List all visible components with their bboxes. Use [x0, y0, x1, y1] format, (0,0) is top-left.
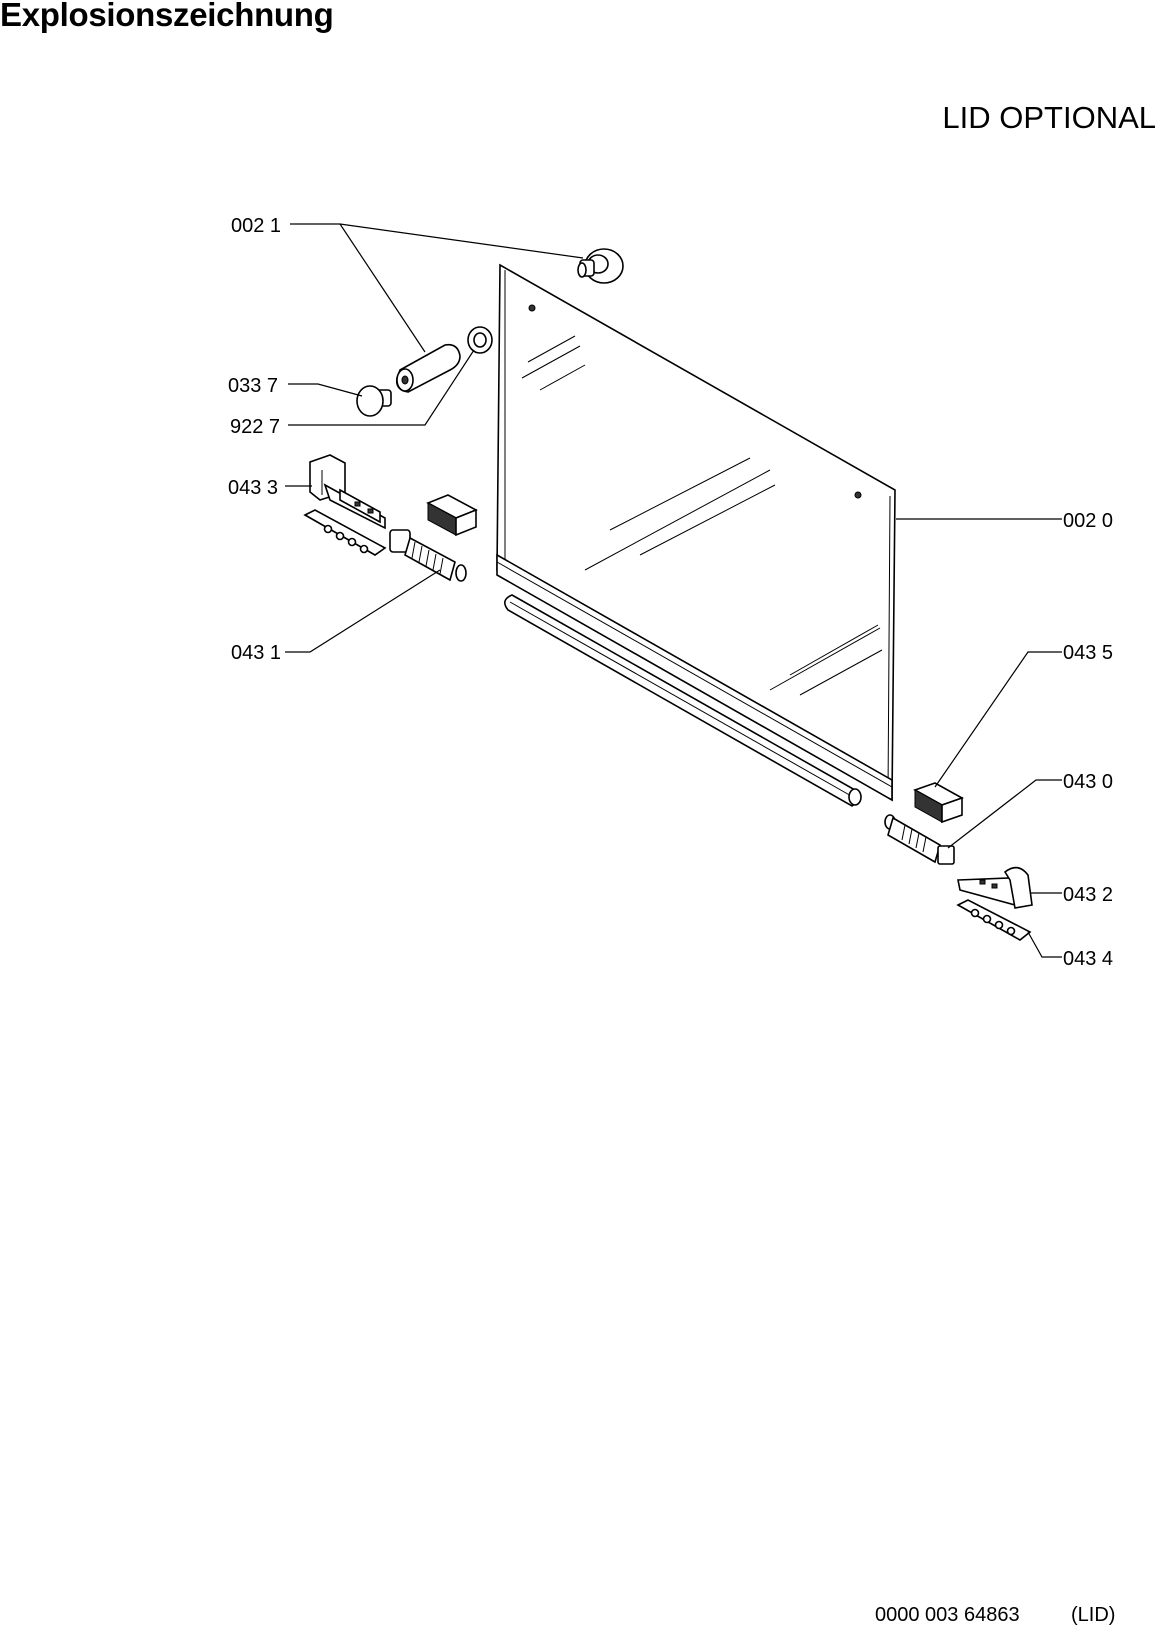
right-hinge-plate	[956, 899, 1032, 941]
diagram-subtitle: LID OPTIONAL	[942, 100, 1156, 135]
left-hinge-plate	[303, 509, 387, 556]
glass-lid-panel	[496, 263, 896, 807]
drawing-number: 0000 003 64863	[875, 1604, 1020, 1626]
left-spring-pin	[389, 529, 467, 582]
leader-lines	[285, 223, 1062, 958]
callout-0337: 033 7	[228, 375, 278, 397]
drawing-tag: (LID)	[1071, 1604, 1116, 1626]
sleeve-tube	[395, 343, 461, 393]
top-mounting-knob	[577, 248, 624, 284]
callout-0430: 043 0	[1063, 771, 1113, 793]
callout-0433: 043 3	[228, 477, 278, 499]
right-spring-pin	[884, 814, 955, 865]
callout-0020: 002 0	[1063, 510, 1113, 532]
page-title: Explosionszeichnung	[0, 0, 334, 33]
washer	[467, 326, 493, 354]
right-foam-block	[913, 782, 964, 824]
callout-0432: 043 2	[1063, 884, 1113, 906]
small-knob	[356, 385, 392, 417]
right-hinge-bracket	[957, 866, 1033, 909]
callout-9227: 922 7	[230, 416, 280, 438]
callout-0021: 002 1	[231, 215, 281, 237]
callout-0435: 043 5	[1063, 642, 1113, 664]
left-hinge-bracket	[309, 454, 386, 530]
callout-0431: 043 1	[231, 642, 281, 664]
callout-0434: 043 4	[1063, 948, 1113, 970]
left-foam-block	[426, 494, 478, 537]
